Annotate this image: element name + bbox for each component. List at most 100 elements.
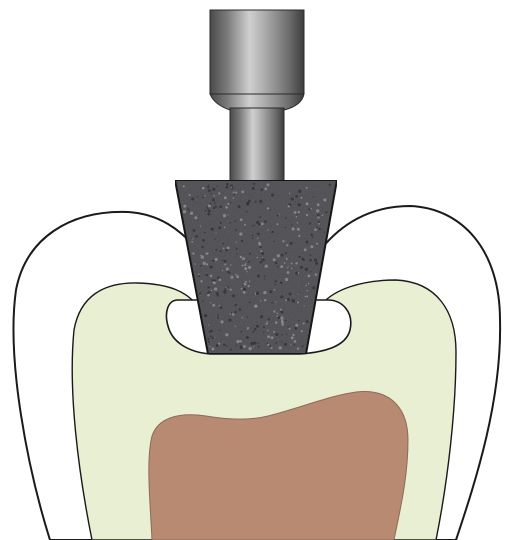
bur-grain-speck xyxy=(298,272,300,274)
bur-grain-speck xyxy=(267,329,269,331)
bur-grain-speck xyxy=(290,344,291,345)
bur-grain-speck xyxy=(281,254,284,257)
bur-grain-speck xyxy=(246,336,249,339)
bur-grain-speck xyxy=(236,275,239,278)
bur-grain-speck xyxy=(210,266,213,269)
bur-grain-speck xyxy=(329,183,332,186)
bur-grain-speck xyxy=(257,275,260,278)
bur-grain-speck xyxy=(220,306,223,309)
bur-grain-speck xyxy=(194,263,196,265)
bur-grain-speck xyxy=(226,183,229,186)
bur-grain-speck xyxy=(249,302,251,304)
bur-grain-speck xyxy=(305,268,308,271)
bur-grain-speck xyxy=(197,196,199,198)
bur-grain-speck xyxy=(256,221,259,224)
bur-grain-speck xyxy=(309,222,311,224)
bur-grain-speck xyxy=(234,220,236,222)
bur-grain-speck xyxy=(315,262,318,265)
bur-grain-speck xyxy=(235,274,237,276)
bur-grain-speck xyxy=(189,194,191,196)
bur-grain-speck xyxy=(253,346,254,347)
bur-grain-speck xyxy=(246,211,248,213)
bur-grain-speck xyxy=(279,346,282,349)
bur-grain-speck xyxy=(226,186,229,189)
bur-grain-speck xyxy=(214,287,217,290)
bur-grain-speck xyxy=(277,214,279,216)
bur-grain-speck xyxy=(297,301,299,303)
bur-grain-speck xyxy=(236,248,238,250)
bur-grain-speck xyxy=(318,223,320,225)
bur-grain-speck xyxy=(306,320,309,323)
bur-grain-speck xyxy=(238,205,241,208)
bur-grain-speck xyxy=(264,220,267,223)
bur-grain-speck xyxy=(190,212,193,215)
bur-grain-speck xyxy=(209,331,211,333)
bur-grain-speck xyxy=(264,188,267,191)
bur-grain-speck xyxy=(189,211,190,212)
bur-grain-speck xyxy=(219,205,222,208)
bur-grain-speck xyxy=(291,263,293,265)
bur-grain-speck xyxy=(275,280,277,282)
bur-grain-speck xyxy=(239,232,242,235)
bur-grain-speck xyxy=(298,190,301,193)
bur-grain-speck xyxy=(215,232,216,233)
bur-grain-speck xyxy=(212,304,215,307)
bur-grain-speck xyxy=(242,285,243,286)
bur-grain-speck xyxy=(223,247,225,249)
bur-grain-speck xyxy=(284,262,286,264)
bur-grain-speck xyxy=(280,265,283,268)
bur-grain-speck xyxy=(226,267,229,270)
bur-grain-speck xyxy=(258,346,260,348)
bur-grain-speck xyxy=(207,338,209,340)
bur-grain-speck xyxy=(294,340,297,343)
bur-grain-speck xyxy=(227,246,230,249)
bur-grain-speck xyxy=(291,198,294,201)
bur-grain-speck xyxy=(271,336,274,339)
bur-grain-speck xyxy=(260,250,262,252)
bur-grain-speck xyxy=(214,238,215,239)
bur-grain-speck xyxy=(248,266,251,269)
bur-grain-speck xyxy=(192,238,193,239)
bur-grain-speck xyxy=(297,348,299,350)
bur-grain-speck xyxy=(207,208,209,210)
bur-grain-speck xyxy=(228,318,231,321)
bur-grain-speck xyxy=(235,191,237,193)
bur-grain-speck xyxy=(211,290,212,291)
bur-grain-speck xyxy=(285,217,287,219)
bur-grain-speck xyxy=(280,295,283,298)
bur-grain-speck xyxy=(254,305,257,308)
bur-grain-speck xyxy=(227,271,229,273)
bur-grain-speck xyxy=(205,210,207,212)
bur-grain-speck xyxy=(252,225,253,226)
bur-grain-speck xyxy=(285,320,286,321)
bur-grain-speck xyxy=(310,245,313,248)
bur-grain-speck xyxy=(210,335,212,337)
bur-grain-speck xyxy=(235,229,237,231)
bur-grain-speck xyxy=(225,333,228,336)
bur-grain-speck xyxy=(267,207,269,209)
bur-grain-speck xyxy=(235,326,236,327)
bur-grain-speck xyxy=(256,325,259,328)
bur-grain-speck xyxy=(314,259,317,262)
bur-grain-speck xyxy=(316,243,318,245)
bur-grain-speck xyxy=(275,333,278,336)
bur-grain-speck xyxy=(210,302,211,303)
bur-grain-speck xyxy=(244,224,246,226)
bur-grain-speck xyxy=(191,197,194,200)
bur-grain-speck xyxy=(240,218,243,221)
bur-grain-speck xyxy=(257,257,258,258)
bur-grain-speck xyxy=(280,311,282,313)
bur-grain-speck xyxy=(208,189,211,192)
bur-grain-speck xyxy=(264,276,265,277)
bur-grain-speck xyxy=(253,183,255,185)
bur-grain-speck xyxy=(212,337,215,340)
bur-grain-speck xyxy=(245,281,247,283)
bur-grain-speck xyxy=(183,210,186,213)
bur-grain-speck xyxy=(207,213,210,216)
bur-grain-speck xyxy=(289,328,291,330)
bur-grain-speck xyxy=(302,345,304,347)
bur-grain-speck xyxy=(246,271,247,272)
bur-grain-speck xyxy=(300,266,303,269)
bur-grain-speck xyxy=(206,263,208,265)
